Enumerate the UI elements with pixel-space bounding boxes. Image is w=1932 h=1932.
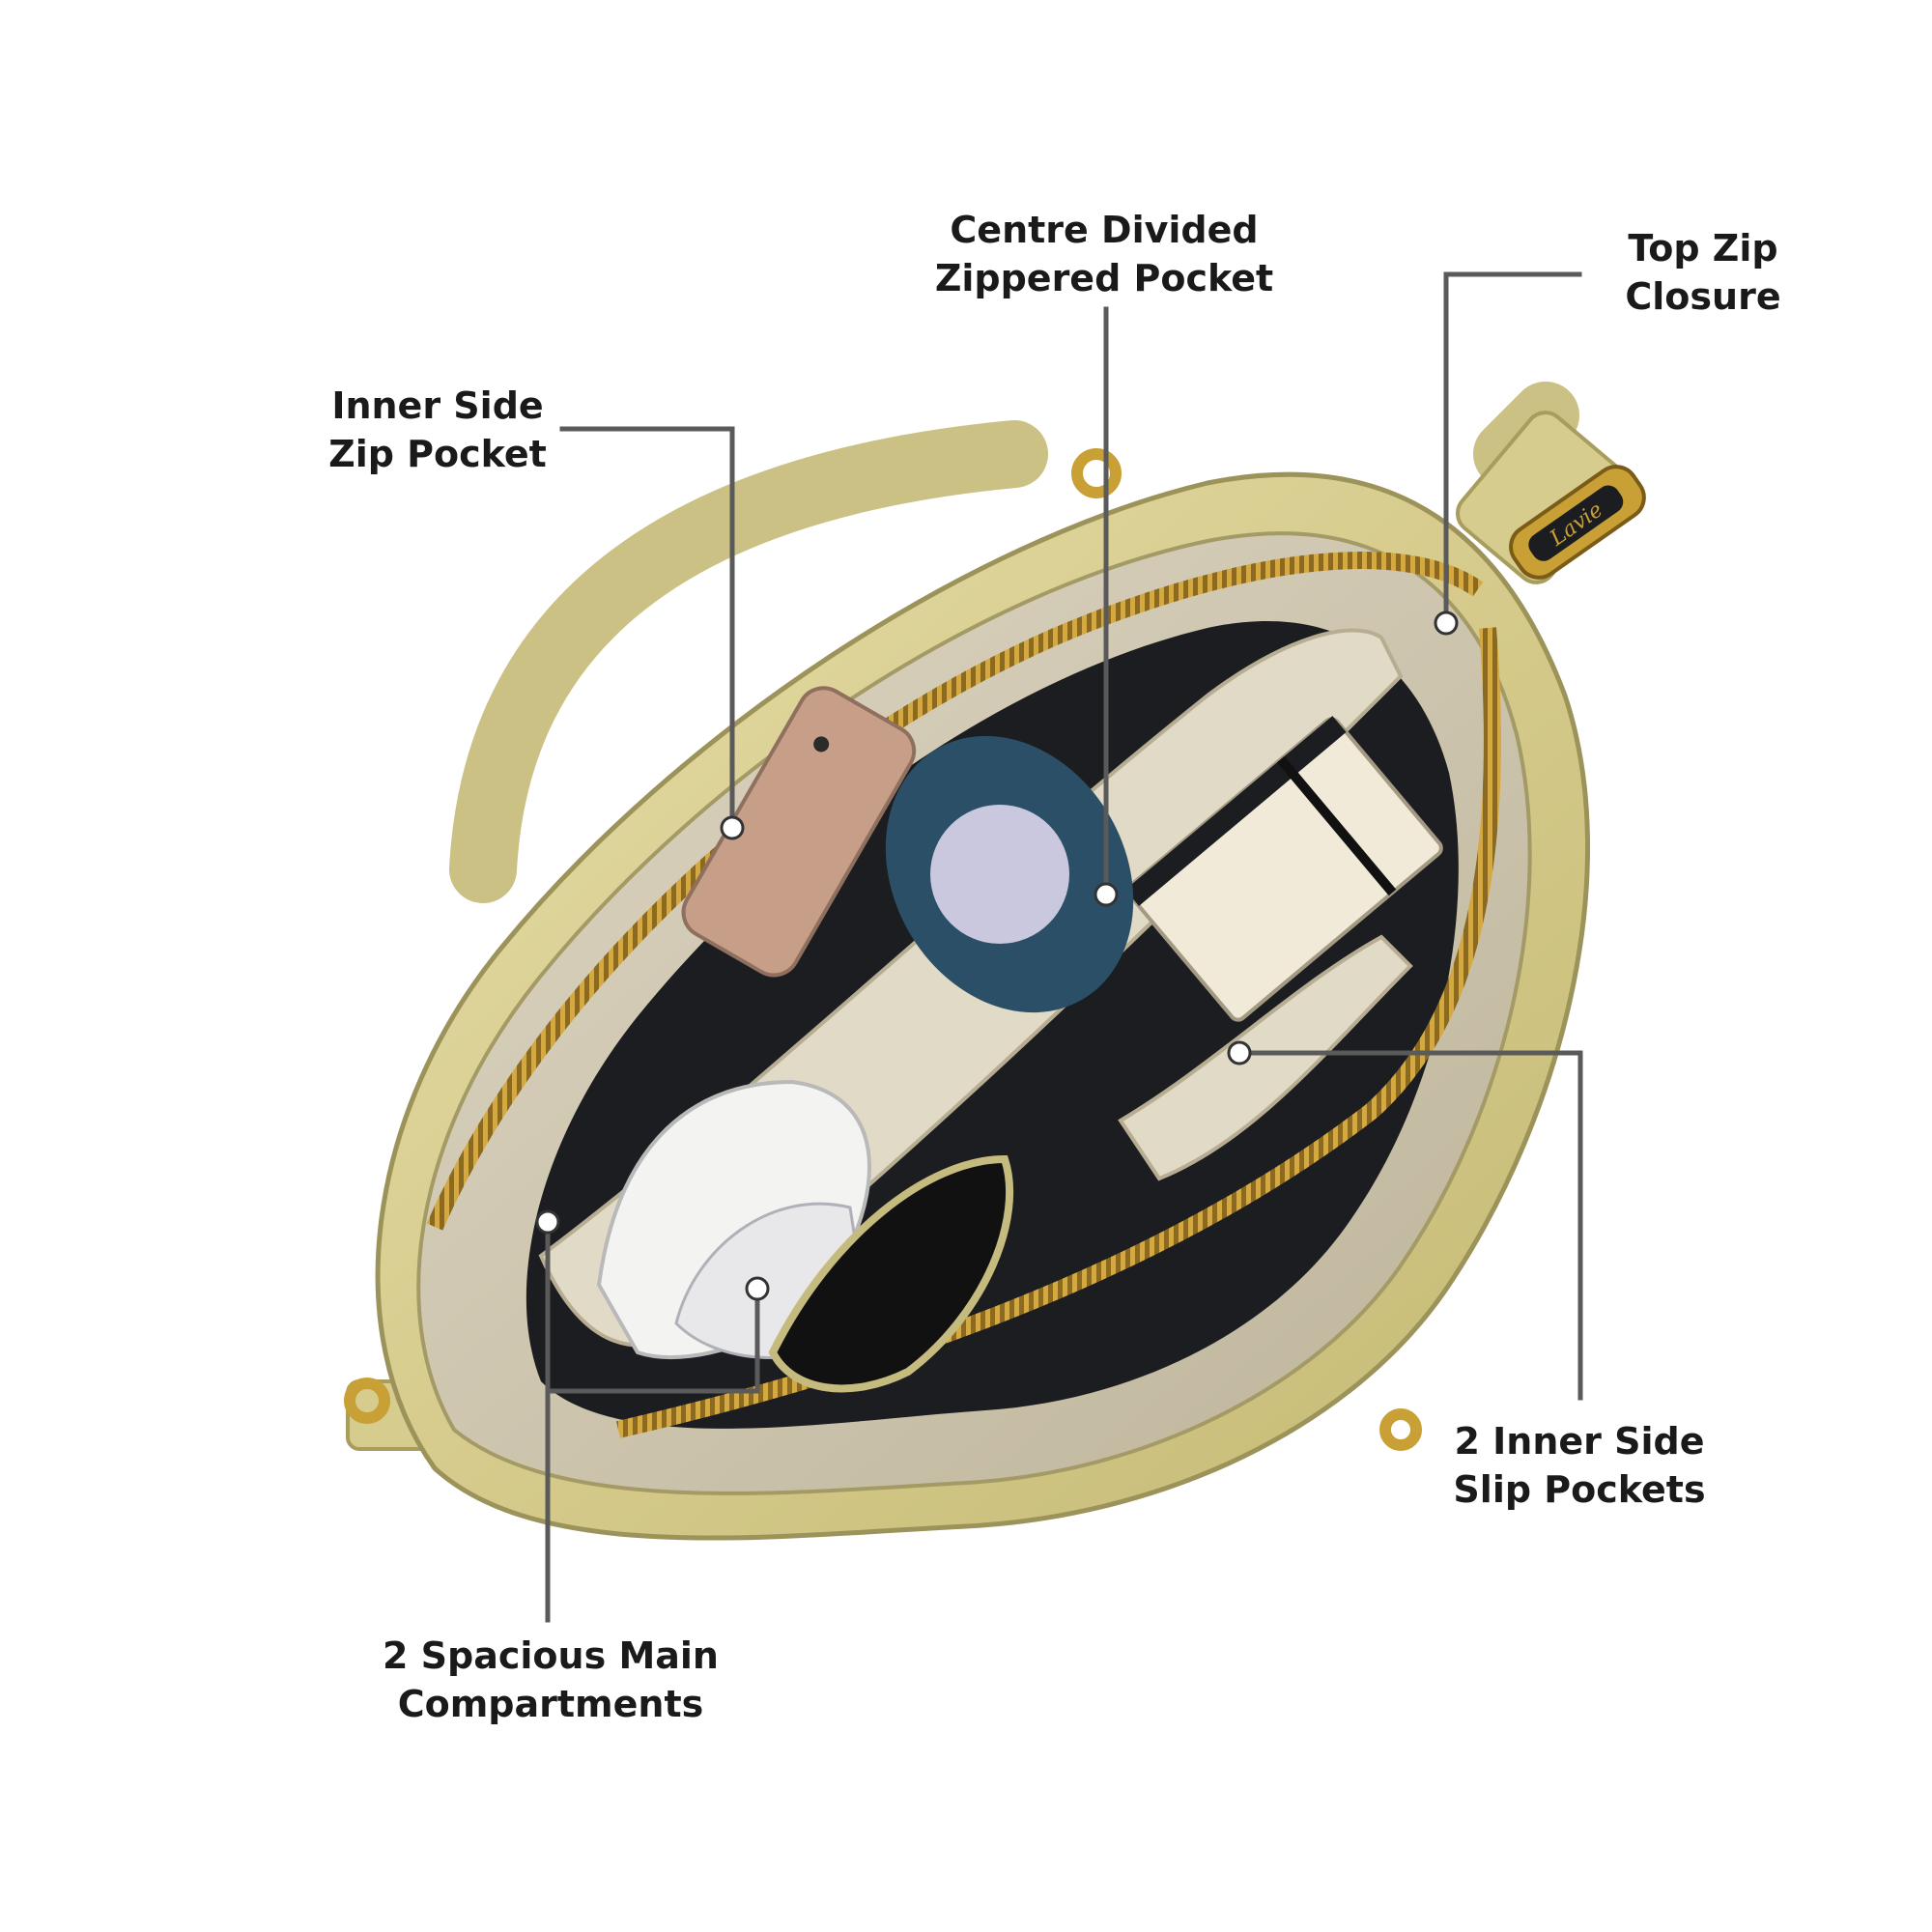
label-line: Zippered Pocket: [934, 257, 1274, 299]
dot-spacious-main-a: [535, 1209, 560, 1235]
label-inner-side-zip-pocket: Inner Side Zip Pocket: [307, 382, 568, 478]
label-line: 2 Spacious Main: [383, 1634, 719, 1677]
leader-spacious-main-b: [545, 1286, 760, 1394]
dot-centre-divided-zippered-pocket: [1094, 882, 1119, 907]
dot-spacious-main-b: [745, 1276, 770, 1301]
callout-leader-lines: [545, 271, 1583, 1623]
label-inner-side-slip-pockets: 2 Inner Side Slip Pockets: [1449, 1417, 1710, 1514]
top-zipper: [426, 552, 1484, 1231]
label-centre-divided-zippered-pocket: Centre Divided Zippered Pocket: [925, 206, 1283, 302]
compact-case-item: [885, 735, 1134, 1013]
label-line: Closure: [1625, 275, 1781, 318]
white-pouch-item: [596, 1079, 871, 1360]
leader-inner-side-slip-pockets: [1236, 1050, 1583, 1401]
leader-top-zip-closure: [1443, 271, 1582, 626]
label-spacious-main-compartments: 2 Spacious Main Compartments: [372, 1632, 729, 1728]
callout-dots: [535, 611, 1459, 1301]
phone-item: [681, 686, 917, 978]
label-top-zip-closure: Top Zip Closure: [1611, 224, 1795, 321]
leader-inner-side-zip-pocket: [559, 426, 735, 831]
sunglasses-item: [768, 1154, 1014, 1393]
label-line: 2 Inner Side: [1454, 1420, 1705, 1463]
zipper-pull: Lavie: [1509, 465, 1646, 580]
label-line: Top Zip: [1628, 227, 1778, 270]
dot-top-zip-closure: [1434, 611, 1459, 636]
label-line: Centre Divided: [950, 209, 1259, 251]
dot-inner-side-slip-pockets: [1227, 1040, 1252, 1065]
label-line: Compartments: [397, 1683, 704, 1725]
dot-inner-side-zip-pocket: [720, 815, 745, 840]
slip-pocket: [1118, 934, 1413, 1181]
notebook-item: [1124, 716, 1443, 1022]
label-line: Inner Side: [331, 384, 544, 427]
label-line: Slip Pockets: [1453, 1468, 1706, 1511]
label-line: Zip Pocket: [328, 433, 547, 475]
